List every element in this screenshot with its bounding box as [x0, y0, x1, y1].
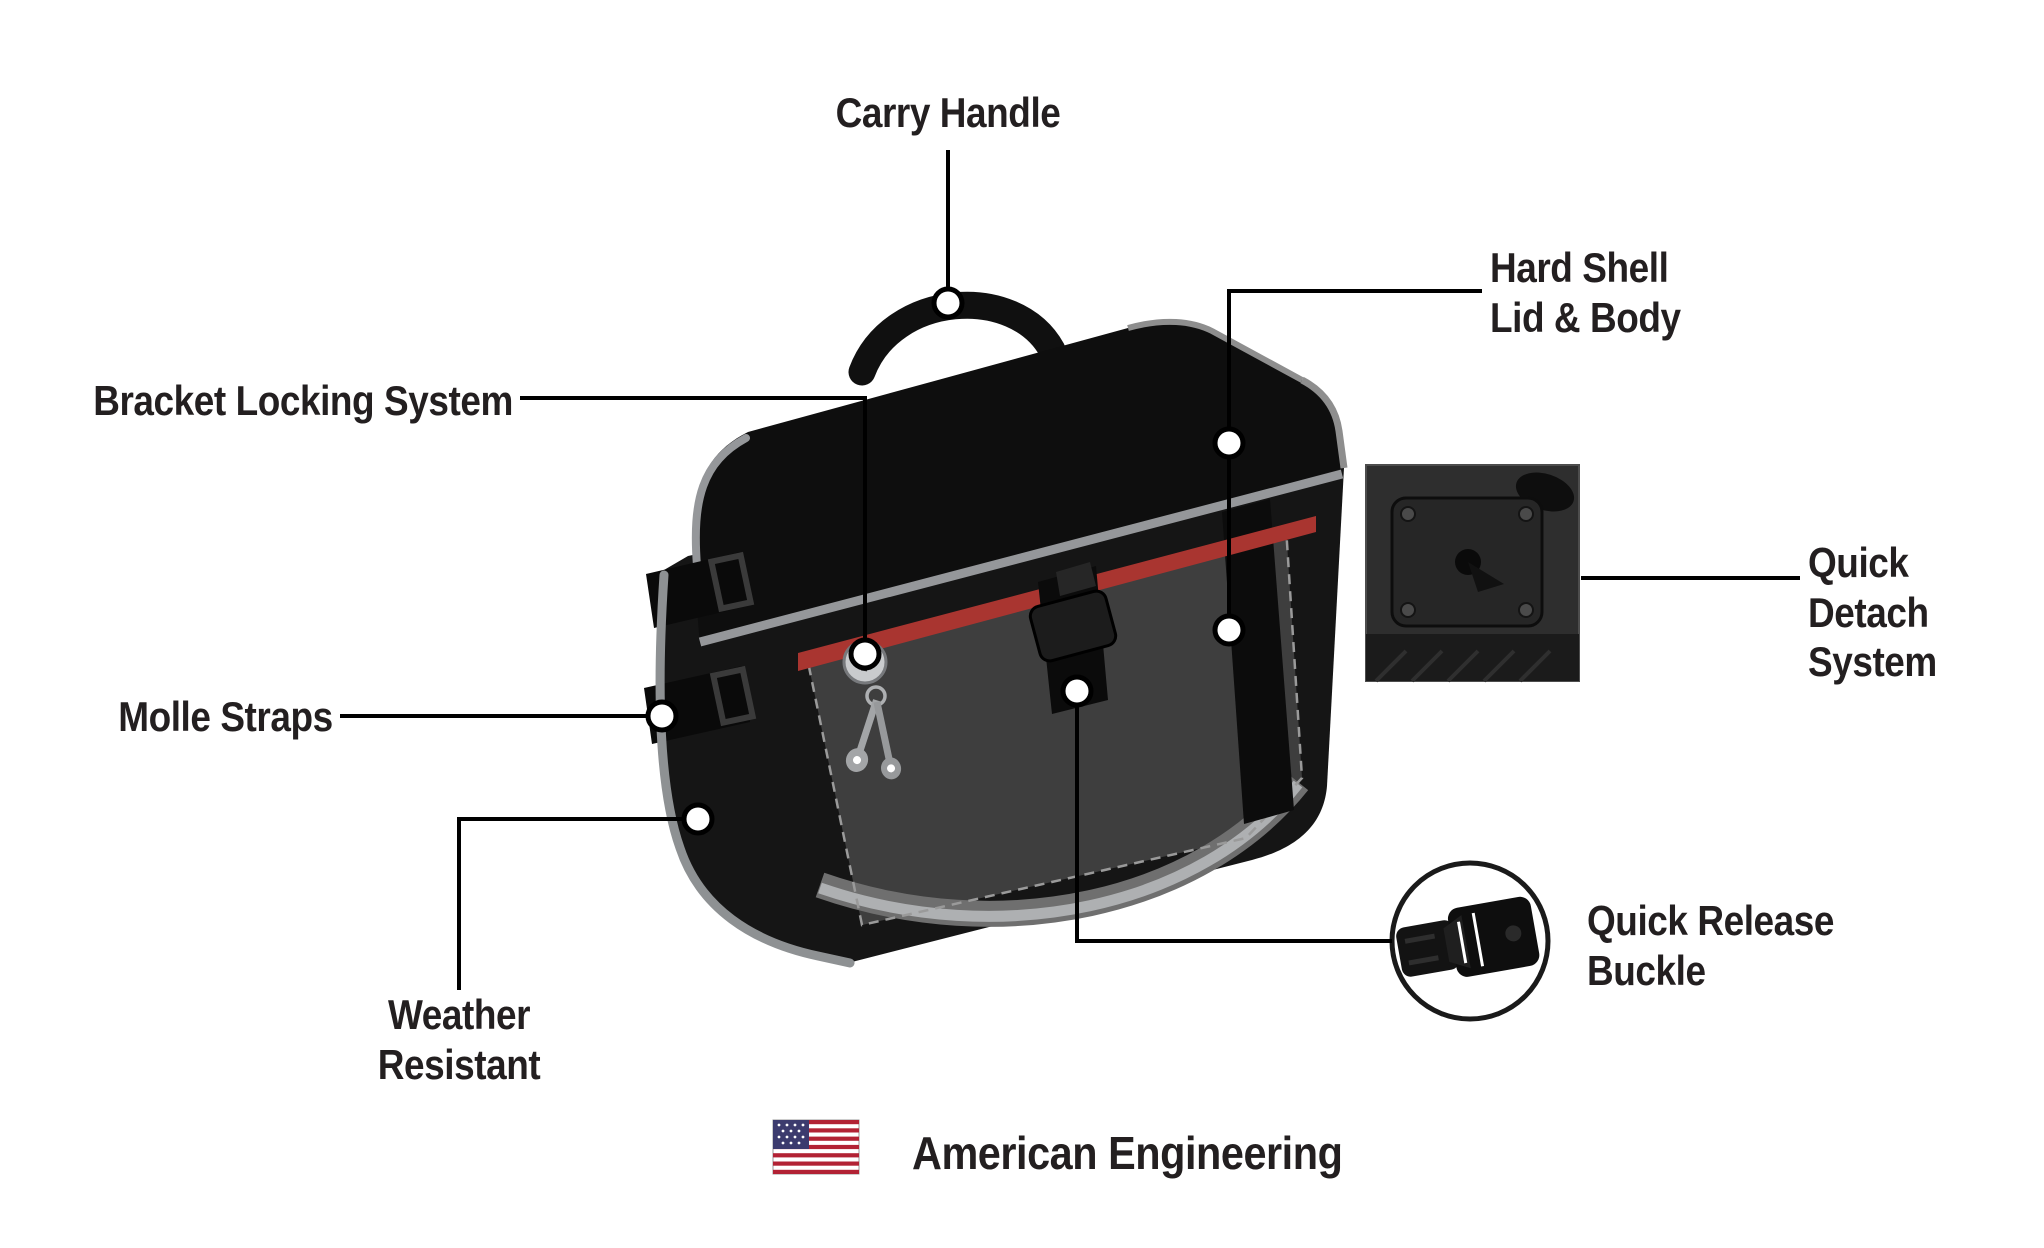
lid-gray-trim — [691, 318, 1348, 647]
callout-point-bracket-locking — [848, 637, 882, 671]
interior-window — [806, 525, 1309, 927]
label-american-engineering: American Engineering — [912, 1127, 1343, 1179]
label-quick-detach-system: Quick Detach System — [1808, 539, 1937, 686]
hard-shell-lid — [692, 321, 1344, 646]
callout-line-bracket-locking — [520, 396, 867, 640]
label-molle-straps: Molle Straps — [118, 693, 334, 740]
callout-line-quick-release — [1075, 705, 1392, 943]
quick-release-buckle-icon — [1389, 860, 1551, 1022]
label-weather-resistant: Weather Resistant — [377, 991, 541, 1088]
callout-point-quick-release — [1060, 674, 1094, 708]
callout-point-weather-resistant — [681, 802, 715, 836]
saddlebag — [644, 291, 1348, 968]
callout-point-carry-handle — [931, 286, 965, 320]
us-flag-icon — [772, 1119, 860, 1175]
callout-line-weather-resistant — [457, 817, 684, 990]
callout-point-molle-straps — [645, 699, 679, 733]
label-bracket-locking-system: Bracket Locking System — [93, 377, 513, 424]
callout-line-hard-shell — [1227, 289, 1482, 616]
callout-points — [645, 286, 1246, 836]
gray-piping — [655, 570, 855, 968]
callout-point-hard-shell-lid — [1212, 426, 1246, 460]
quick-detach-inset-image — [1365, 464, 1580, 683]
right-strap — [1222, 499, 1294, 824]
label-carry-handle: Carry Handle — [835, 89, 1061, 136]
callout-lines — [340, 150, 1800, 990]
label-hard-shell-lid-body: Hard Shell Lid & Body — [1490, 244, 1681, 341]
center-strap-buckle — [1028, 562, 1118, 714]
callout-point-hard-shell-body — [1212, 613, 1246, 647]
label-quick-release-buckle: Quick Release Buckle — [1587, 897, 1834, 994]
